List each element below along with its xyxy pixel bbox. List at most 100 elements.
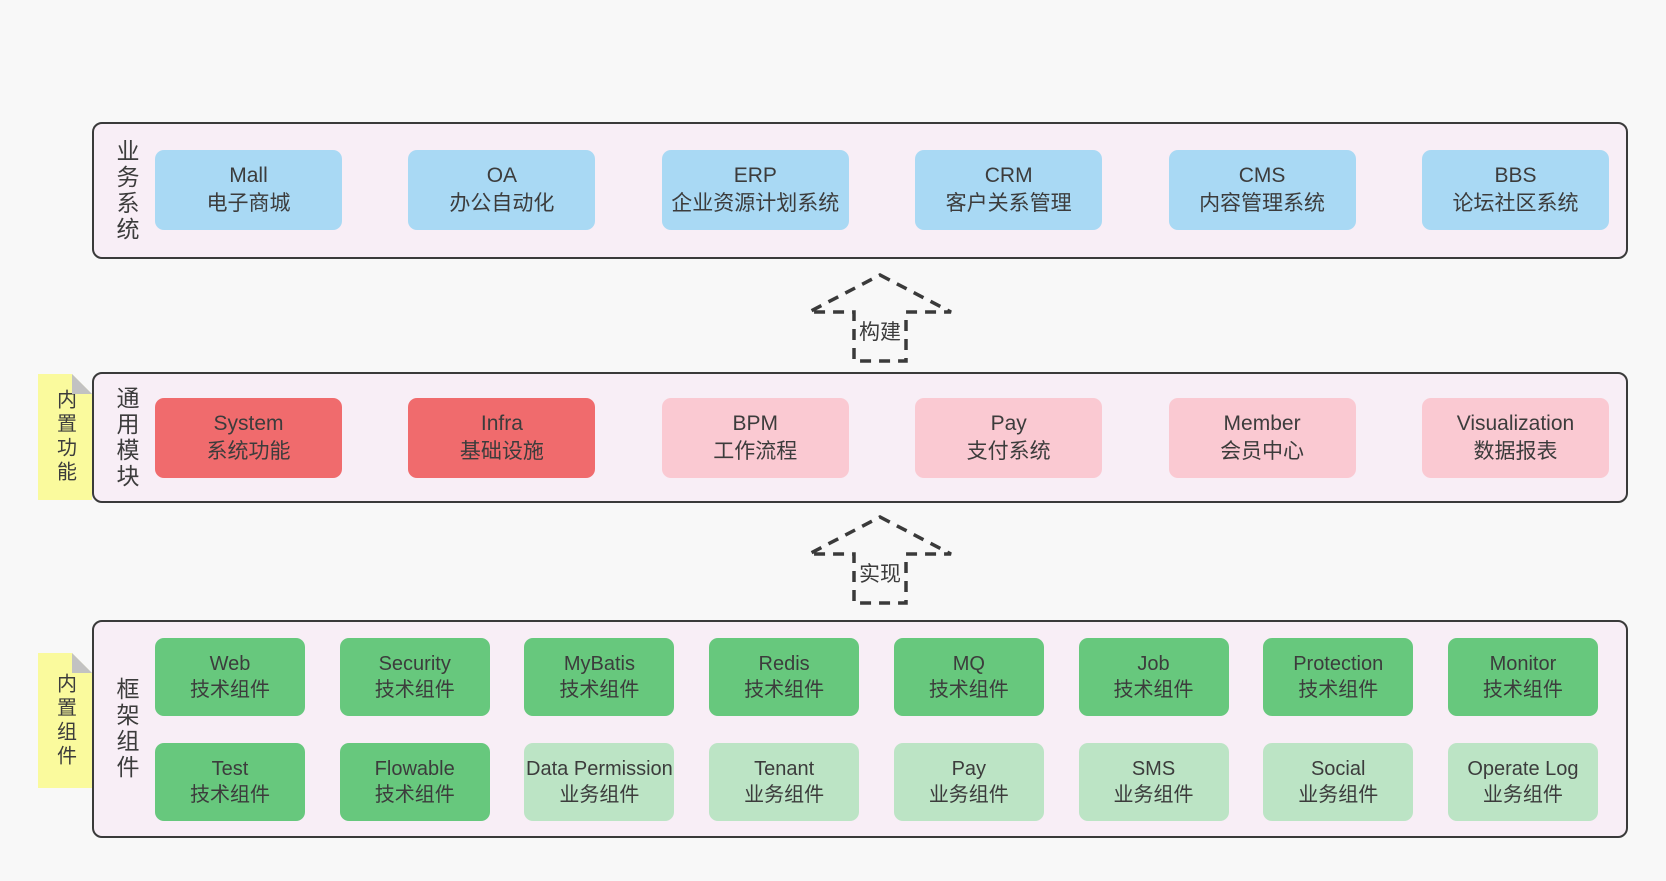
- layer-business-systems: 业务系统 Mall 电子商城 OA 办公自动化 ERP 企业资源计划系统 CRM 客户关系管理…: [92, 122, 1628, 259]
- module-box-visualization: Visualization 数据报表: [1421, 398, 1609, 478]
- module-name: CRM: [984, 164, 1033, 187]
- module-box-crm: CRM 客户关系管理: [915, 150, 1103, 230]
- module-name: Security: [378, 653, 451, 675]
- module-subtitle: 系统功能: [206, 440, 291, 463]
- module-name: MQ: [952, 653, 985, 675]
- module-name: System: [213, 412, 284, 435]
- module-box-erp: ERP 企业资源计划系统: [661, 150, 849, 230]
- module-box-security: Security 技术组件: [339, 638, 490, 716]
- module-subtitle: 技术组件: [928, 679, 1009, 701]
- module-name: Member: [1223, 412, 1301, 435]
- module-box-mall: Mall 电子商城: [155, 150, 342, 230]
- module-box-monitor: Monitor 技术组件: [1447, 638, 1598, 716]
- module-subtitle: 技术组件: [1298, 679, 1379, 701]
- module-name: BBS: [1494, 164, 1537, 187]
- module-subtitle: 技术组件: [374, 679, 455, 701]
- module-name: Social: [1310, 758, 1366, 780]
- module-name: Redis: [758, 653, 810, 675]
- sticky-note-text: 内置功能: [53, 389, 76, 485]
- sticky-note-text: 内置组件: [53, 672, 76, 769]
- module-name: CMS: [1238, 164, 1286, 187]
- module-subtitle: 办公自动化: [449, 192, 555, 215]
- module-subtitle: 技术组件: [190, 784, 270, 806]
- module-name: Test: [211, 758, 249, 780]
- module-box-bpm: BPM 工作流程: [661, 398, 849, 478]
- module-name: Monitor: [1489, 653, 1557, 675]
- layer-label-common-modules: 通用模块: [113, 385, 139, 490]
- module-subtitle: 客户关系管理: [945, 192, 1072, 215]
- module-subtitle: 业务组件: [928, 784, 1009, 806]
- module-subtitle: 技术组件: [1482, 679, 1563, 701]
- module-subtitle: 论坛社区系统: [1452, 192, 1579, 215]
- module-subtitle: 技术组件: [374, 784, 455, 806]
- module-subtitle: 技术组件: [1113, 679, 1194, 701]
- module-subtitle: 数据报表: [1473, 440, 1558, 463]
- module-name: Mall: [229, 164, 268, 187]
- module-subtitle: 工作流程: [713, 440, 798, 463]
- dashed-up-arrow-icon: [808, 273, 952, 363]
- module-box-social: Social 业务组件: [1263, 743, 1414, 821]
- module-box-tenant: Tenant 业务组件: [709, 743, 860, 821]
- module-name: OA: [486, 164, 518, 187]
- sticky-note-built-in-functions: 内置功能: [38, 374, 92, 500]
- module-box-test: Test 技术组件: [155, 743, 305, 821]
- module-row: Mall 电子商城 OA 办公自动化 ERP 企业资源计划系统 CRM 客户关系管理 CMS 内容…: [155, 150, 1609, 230]
- arrow-implement-label: 实现: [856, 558, 904, 588]
- sticky-note-built-in-components: 内置组件: [38, 653, 92, 788]
- module-name: Visualization: [1456, 412, 1575, 435]
- arrow-build: 构建: [806, 272, 954, 364]
- module-subtitle: 业务组件: [744, 784, 825, 806]
- module-box-pay: Pay 业务组件: [893, 743, 1044, 821]
- module-box-system: System 系统功能: [155, 398, 342, 478]
- module-name: Pay: [951, 758, 987, 780]
- module-box-mq: MQ 技术组件: [893, 638, 1044, 716]
- module-name: ERP: [733, 164, 777, 187]
- module-name: Pay: [990, 412, 1027, 435]
- module-name: Tenant: [754, 758, 815, 780]
- module-subtitle: 基础设施: [459, 440, 544, 463]
- module-box-job: Job 技术组件: [1078, 638, 1229, 716]
- module-box-pay: Pay 支付系统: [915, 398, 1103, 478]
- module-name: MyBatis: [563, 653, 635, 675]
- layer-label-business-systems: 业务系统: [113, 138, 139, 243]
- module-name: SMS: [1131, 758, 1176, 780]
- module-subtitle: 业务组件: [1113, 784, 1194, 806]
- module-box-bbs: BBS 论坛社区系统: [1421, 150, 1609, 230]
- module-name: Flowable: [374, 758, 455, 780]
- module-name: Protection: [1293, 653, 1384, 675]
- layer-label-framework-components: 框架组件: [113, 677, 139, 781]
- module-box-cms: CMS 内容管理系统: [1168, 150, 1356, 230]
- module-subtitle: 业务组件: [1298, 784, 1379, 806]
- module-box-flowable: Flowable 技术组件: [339, 743, 490, 821]
- module-subtitle: 会员中心: [1220, 440, 1305, 463]
- module-name: Web: [209, 653, 251, 675]
- module-subtitle: 支付系统: [966, 440, 1051, 463]
- folded-corner-icon: [72, 653, 92, 673]
- folded-corner-icon: [72, 374, 92, 394]
- module-subtitle: 业务组件: [1482, 784, 1563, 806]
- module-subtitle: 企业资源计划系统: [671, 192, 840, 215]
- module-box-mybatis: MyBatis 技术组件: [524, 638, 675, 716]
- module-subtitle: 业务组件: [559, 784, 640, 806]
- module-subtitle: 技术组件: [744, 679, 825, 701]
- module-subtitle: 电子商城: [206, 192, 291, 215]
- module-box-redis: Redis 技术组件: [709, 638, 860, 716]
- module-box-oa: OA 办公自动化: [408, 150, 596, 230]
- module-box-operate-log: Operate Log 业务组件: [1447, 743, 1598, 821]
- arrow-build-label: 构建: [856, 316, 904, 346]
- arrow-implement: 实现: [806, 514, 954, 606]
- module-name: BPM: [732, 412, 779, 435]
- module-box-sms: SMS 业务组件: [1078, 743, 1229, 821]
- module-box-member: Member 会员中心: [1168, 398, 1356, 478]
- module-name: Job: [1137, 653, 1170, 675]
- module-name: Operate Log: [1467, 758, 1579, 780]
- module-subtitle: 内容管理系统: [1199, 192, 1326, 215]
- module-subtitle: 技术组件: [559, 679, 640, 701]
